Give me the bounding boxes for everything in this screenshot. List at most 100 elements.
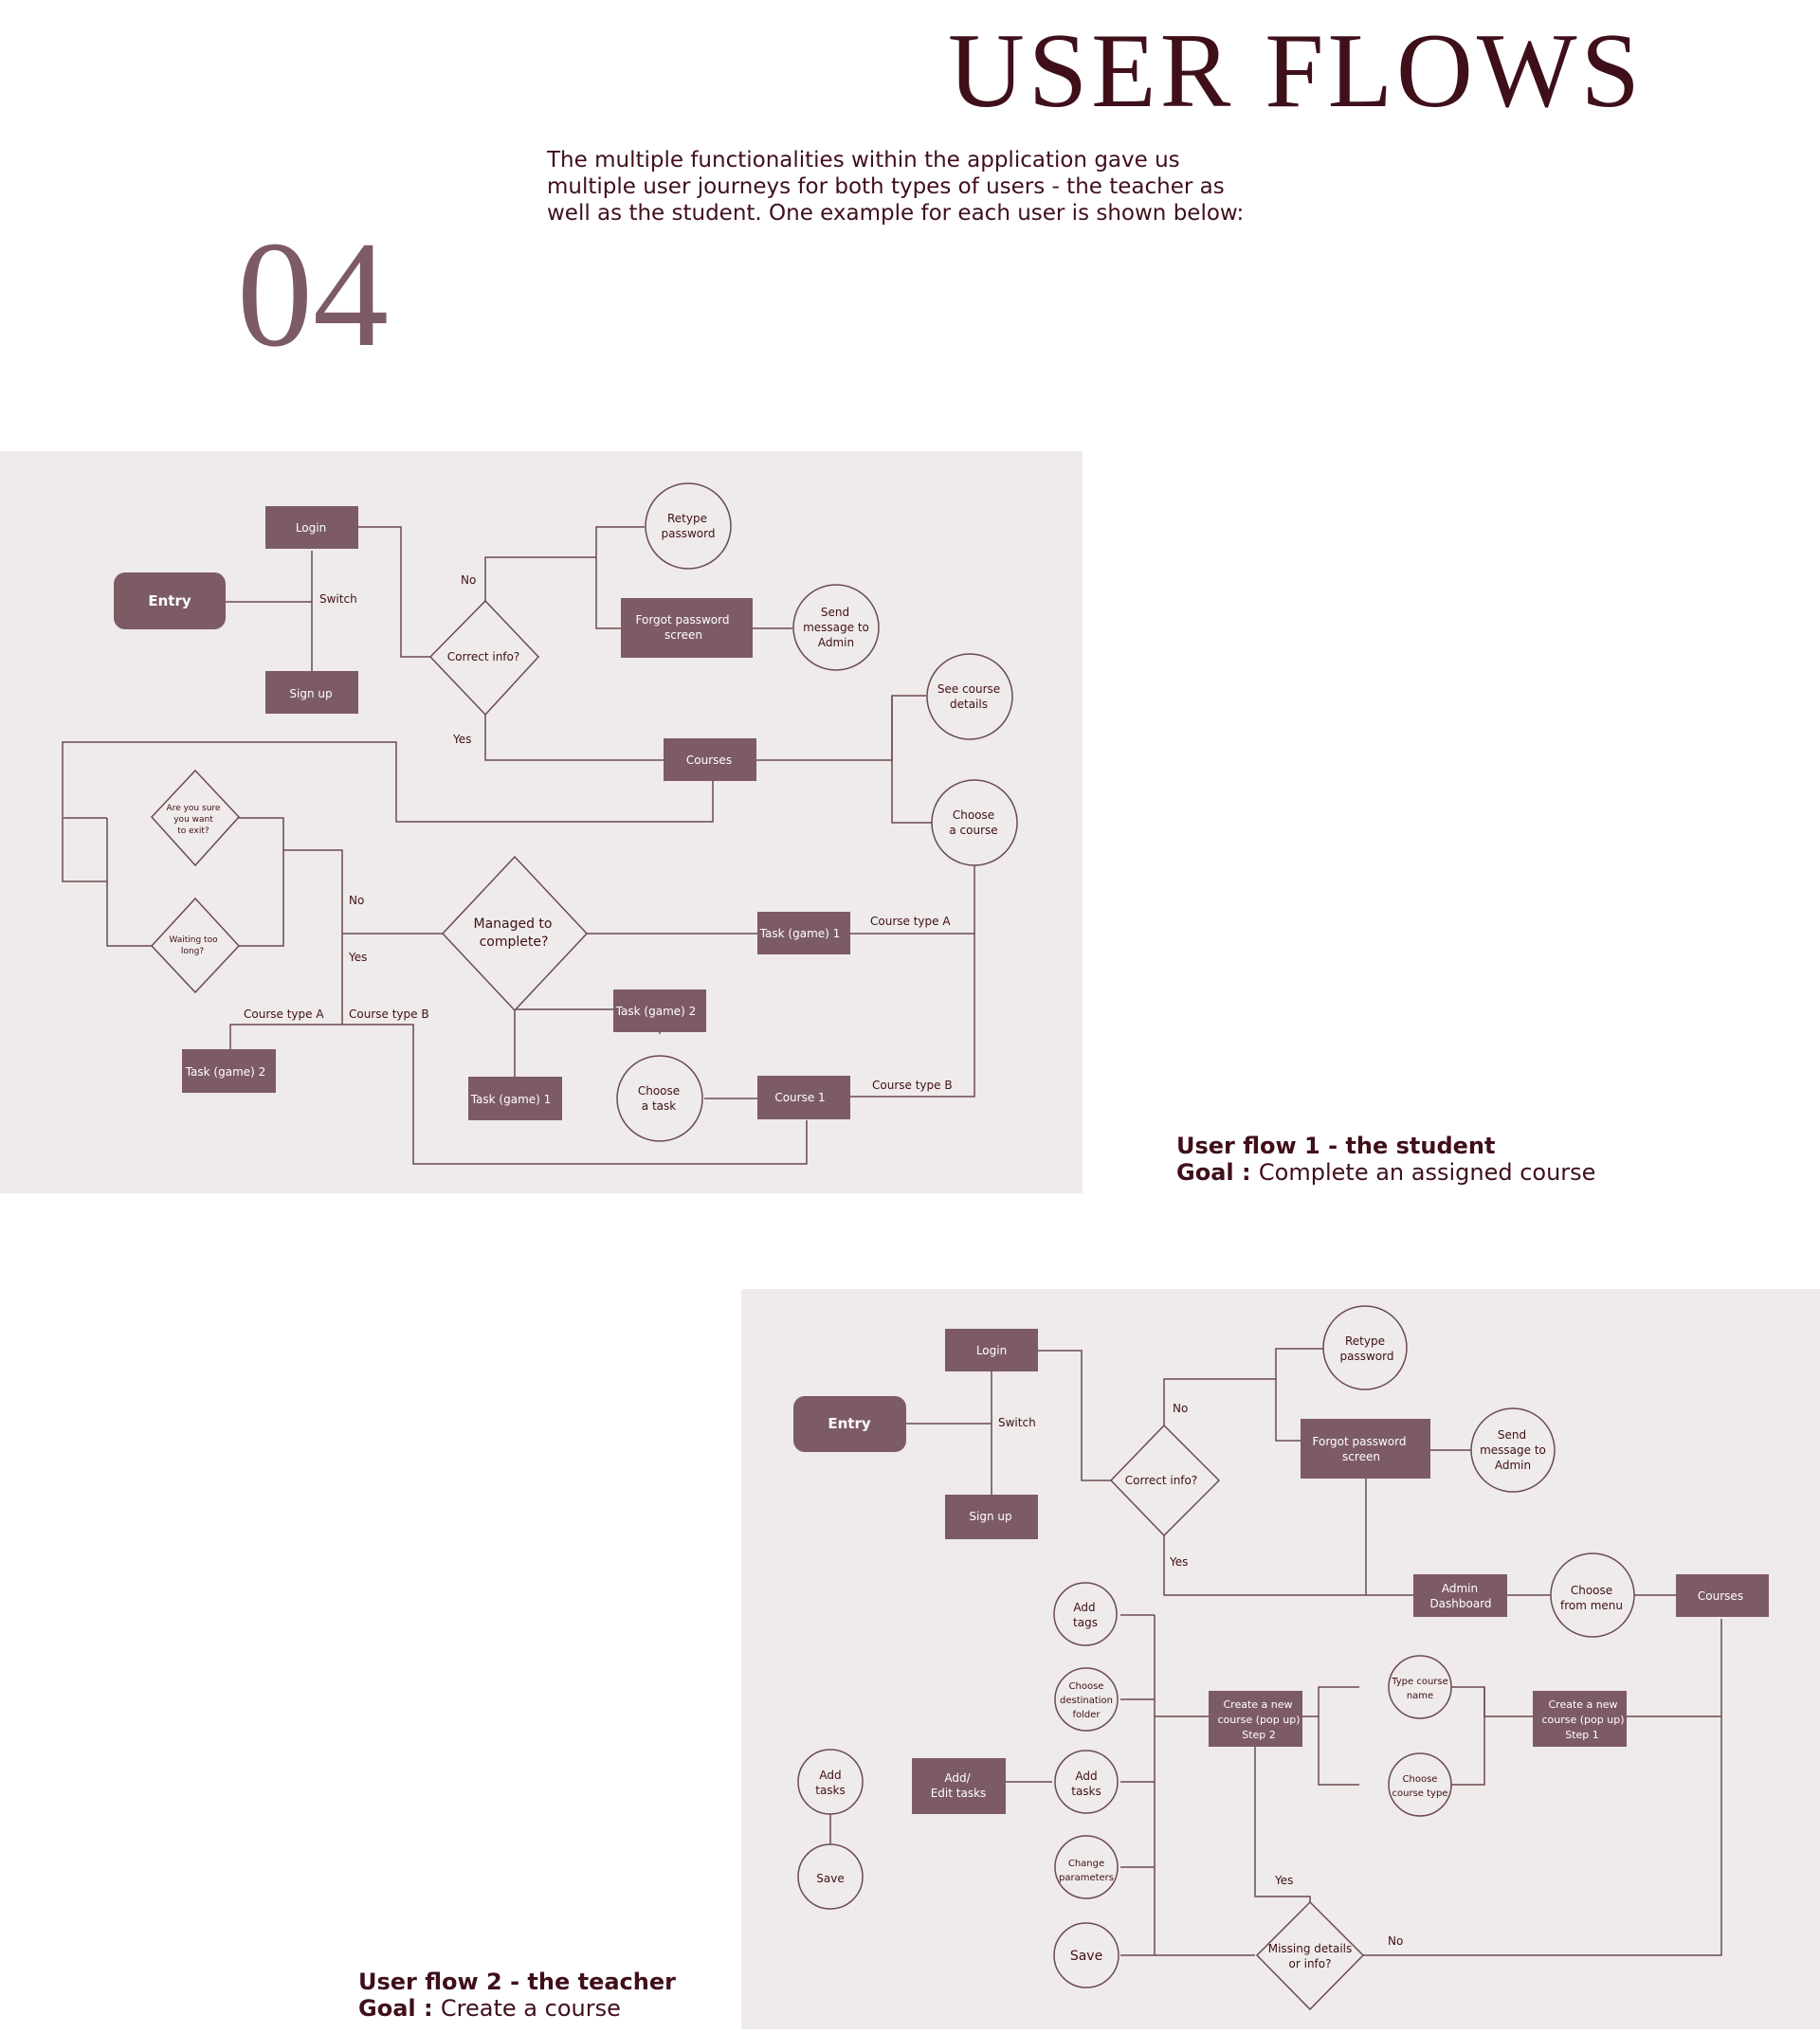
node-label: a course [949, 824, 997, 837]
node-label: Dashboard [1429, 1597, 1491, 1610]
node-label: Managed to [473, 917, 552, 932]
node-label: Admin [818, 636, 854, 649]
forgot-password-node[interactable]: Forgot password screen [621, 598, 753, 658]
node-label: Retype [1345, 1334, 1385, 1348]
add-tasks-node[interactable]: Add tasks [1054, 1750, 1119, 1814]
node-label: you want [173, 815, 213, 825]
node-label: Step 2 [1242, 1729, 1276, 1741]
intro-line: The multiple functionalities within the … [547, 148, 1180, 172]
add-tags-node[interactable]: Add tags [1053, 1582, 1118, 1646]
signup-label: Sign up [289, 687, 332, 700]
node-label: Missing details [1268, 1942, 1353, 1955]
node-label: Edit tasks [931, 1787, 987, 1800]
courses-node[interactable]: Courses [664, 738, 756, 781]
change-parameters-node[interactable]: Change parameters [1054, 1835, 1119, 1899]
caption-title: User flow 1 - the student [1176, 1133, 1496, 1159]
section-number: 04 [237, 209, 389, 378]
login-node[interactable]: Login [265, 506, 358, 549]
node-label: message to [803, 621, 869, 634]
save-node[interactable]: Save [1053, 1922, 1119, 1988]
course-type-b-label: Course type B [872, 1079, 953, 1092]
node-label: Save [816, 1872, 844, 1885]
task-game-2-node[interactable]: Task (game) 2 [613, 989, 706, 1032]
no-label: No [349, 894, 364, 907]
course-type-b-label: Course type B [349, 1007, 429, 1021]
node-label: message to [1480, 1443, 1546, 1457]
forgot-password-node[interactable]: Forgot password screen [1301, 1419, 1430, 1479]
see-course-details-node[interactable]: See course details [926, 653, 1013, 740]
save-left-node[interactable]: Save [797, 1843, 864, 1910]
choose-task-node[interactable]: Choose a task [616, 1055, 703, 1142]
admin-dashboard-node[interactable]: Admin Dashboard [1413, 1574, 1507, 1617]
page-title: USER FLOWS [948, 12, 1644, 130]
course-1-node[interactable]: Course 1 [757, 1076, 850, 1119]
entry-node[interactable]: Entry [793, 1396, 906, 1452]
send-message-node[interactable]: Send message to Admin [792, 584, 880, 671]
node-label: Add/ [944, 1771, 971, 1785]
no-label: No [1173, 1402, 1188, 1415]
retype-password-node[interactable]: Retype password [1322, 1305, 1408, 1390]
node-label: Choose [1069, 1681, 1104, 1692]
task-game-1-bottom-node[interactable]: Task (game) 1 [468, 1077, 562, 1120]
node-label: Choose [953, 808, 994, 822]
retype-password-node[interactable]: Retype password [645, 482, 732, 570]
entry-label: Entry [828, 1415, 870, 1432]
caption-goal: Goal : Create a course [358, 1995, 676, 2022]
node-label: folder [1072, 1710, 1101, 1720]
task-game-1-node[interactable]: Task (game) 1 [757, 912, 850, 954]
entry-node[interactable]: Entry [114, 572, 226, 629]
goal-text: Complete an assigned course [1258, 1159, 1596, 1186]
switch-label: Switch [319, 592, 357, 606]
create-course-step1-node[interactable]: Create a new course (pop up) Step 1 [1533, 1691, 1627, 1747]
managed-decision[interactable]: Managed to complete? [441, 855, 589, 1012]
create-course-step2-node[interactable]: Create a new course (pop up) Step 2 [1209, 1691, 1302, 1747]
type-course-name-node[interactable]: Type course name [1388, 1655, 1452, 1719]
student-flow-panel: Login Entry Sign up Switch Correct info?… [0, 451, 1083, 1193]
node-label: password [662, 527, 716, 540]
intro-paragraph: The multiple functionalities within the … [547, 147, 1267, 227]
exit-confirm-decision[interactable]: Are you sure you want to exit? [150, 769, 241, 867]
send-message-node[interactable]: Send message to Admin [1470, 1407, 1556, 1493]
choose-course-node[interactable]: Choose a course [931, 779, 1018, 866]
add-edit-tasks-node[interactable]: Add/ Edit tasks [912, 1758, 1006, 1814]
login-node[interactable]: Login [945, 1329, 1038, 1371]
decision-label: Correct info? [1125, 1474, 1198, 1487]
node-label: course (pop up) [1542, 1714, 1625, 1726]
node-label: Forgot password [1313, 1435, 1407, 1448]
node-label: Task (game) 1 [470, 1093, 552, 1106]
signup-node[interactable]: Sign up [945, 1495, 1038, 1539]
missing-details-decision[interactable]: Missing details or info? [1255, 1900, 1365, 2011]
student-flow-diagram: Login Entry Sign up Switch Correct info?… [62, 482, 1018, 1165]
node-label: Send [1498, 1428, 1526, 1442]
teacher-flow-caption: User flow 2 - the teacher Goal : Create … [358, 1969, 676, 2022]
task-game-2-left-node[interactable]: Task (game) 2 [182, 1049, 276, 1093]
connectors [829, 1348, 1722, 1956]
node-label: Waiting too [169, 935, 218, 945]
destination-folder-node[interactable]: Choose destination folder [1054, 1667, 1119, 1732]
node-label: name [1407, 1691, 1433, 1701]
waiting-decision[interactable]: Waiting too long? [150, 897, 241, 994]
node-label: Add [1075, 1770, 1097, 1783]
signup-node[interactable]: Sign up [265, 671, 358, 714]
caption-title: User flow 2 - the teacher [358, 1969, 676, 1995]
node-label: course type [1392, 1788, 1448, 1799]
node-label: password [1340, 1350, 1394, 1363]
student-flow-caption: User flow 1 - the student Goal : Complet… [1176, 1133, 1595, 1186]
choose-from-menu-node[interactable]: Choose from menu [1550, 1552, 1635, 1638]
correct-info-decision[interactable]: Correct info? [1109, 1424, 1221, 1537]
node-label: Retype [667, 512, 707, 525]
course-type-a-label: Course type A [870, 915, 951, 928]
add-tasks-left-node[interactable]: Add tasks [797, 1749, 864, 1815]
node-label: long? [181, 947, 204, 956]
connectors [62, 526, 975, 1165]
decision-label: Correct info? [447, 650, 520, 663]
node-label: tasks [1071, 1785, 1101, 1798]
choose-course-type-node[interactable]: Choose course type [1388, 1752, 1452, 1817]
correct-info-decision[interactable]: Correct info? [428, 599, 540, 717]
teacher-flow-panel: Login Entry Sign up Switch Correct info?… [741, 1289, 1820, 2029]
courses-label: Courses [1698, 1589, 1743, 1603]
node-label: Task (game) 2 [185, 1065, 266, 1079]
node-label: Send [821, 606, 849, 619]
node-label: Course 1 [774, 1091, 825, 1104]
courses-node[interactable]: Courses [1676, 1574, 1769, 1617]
